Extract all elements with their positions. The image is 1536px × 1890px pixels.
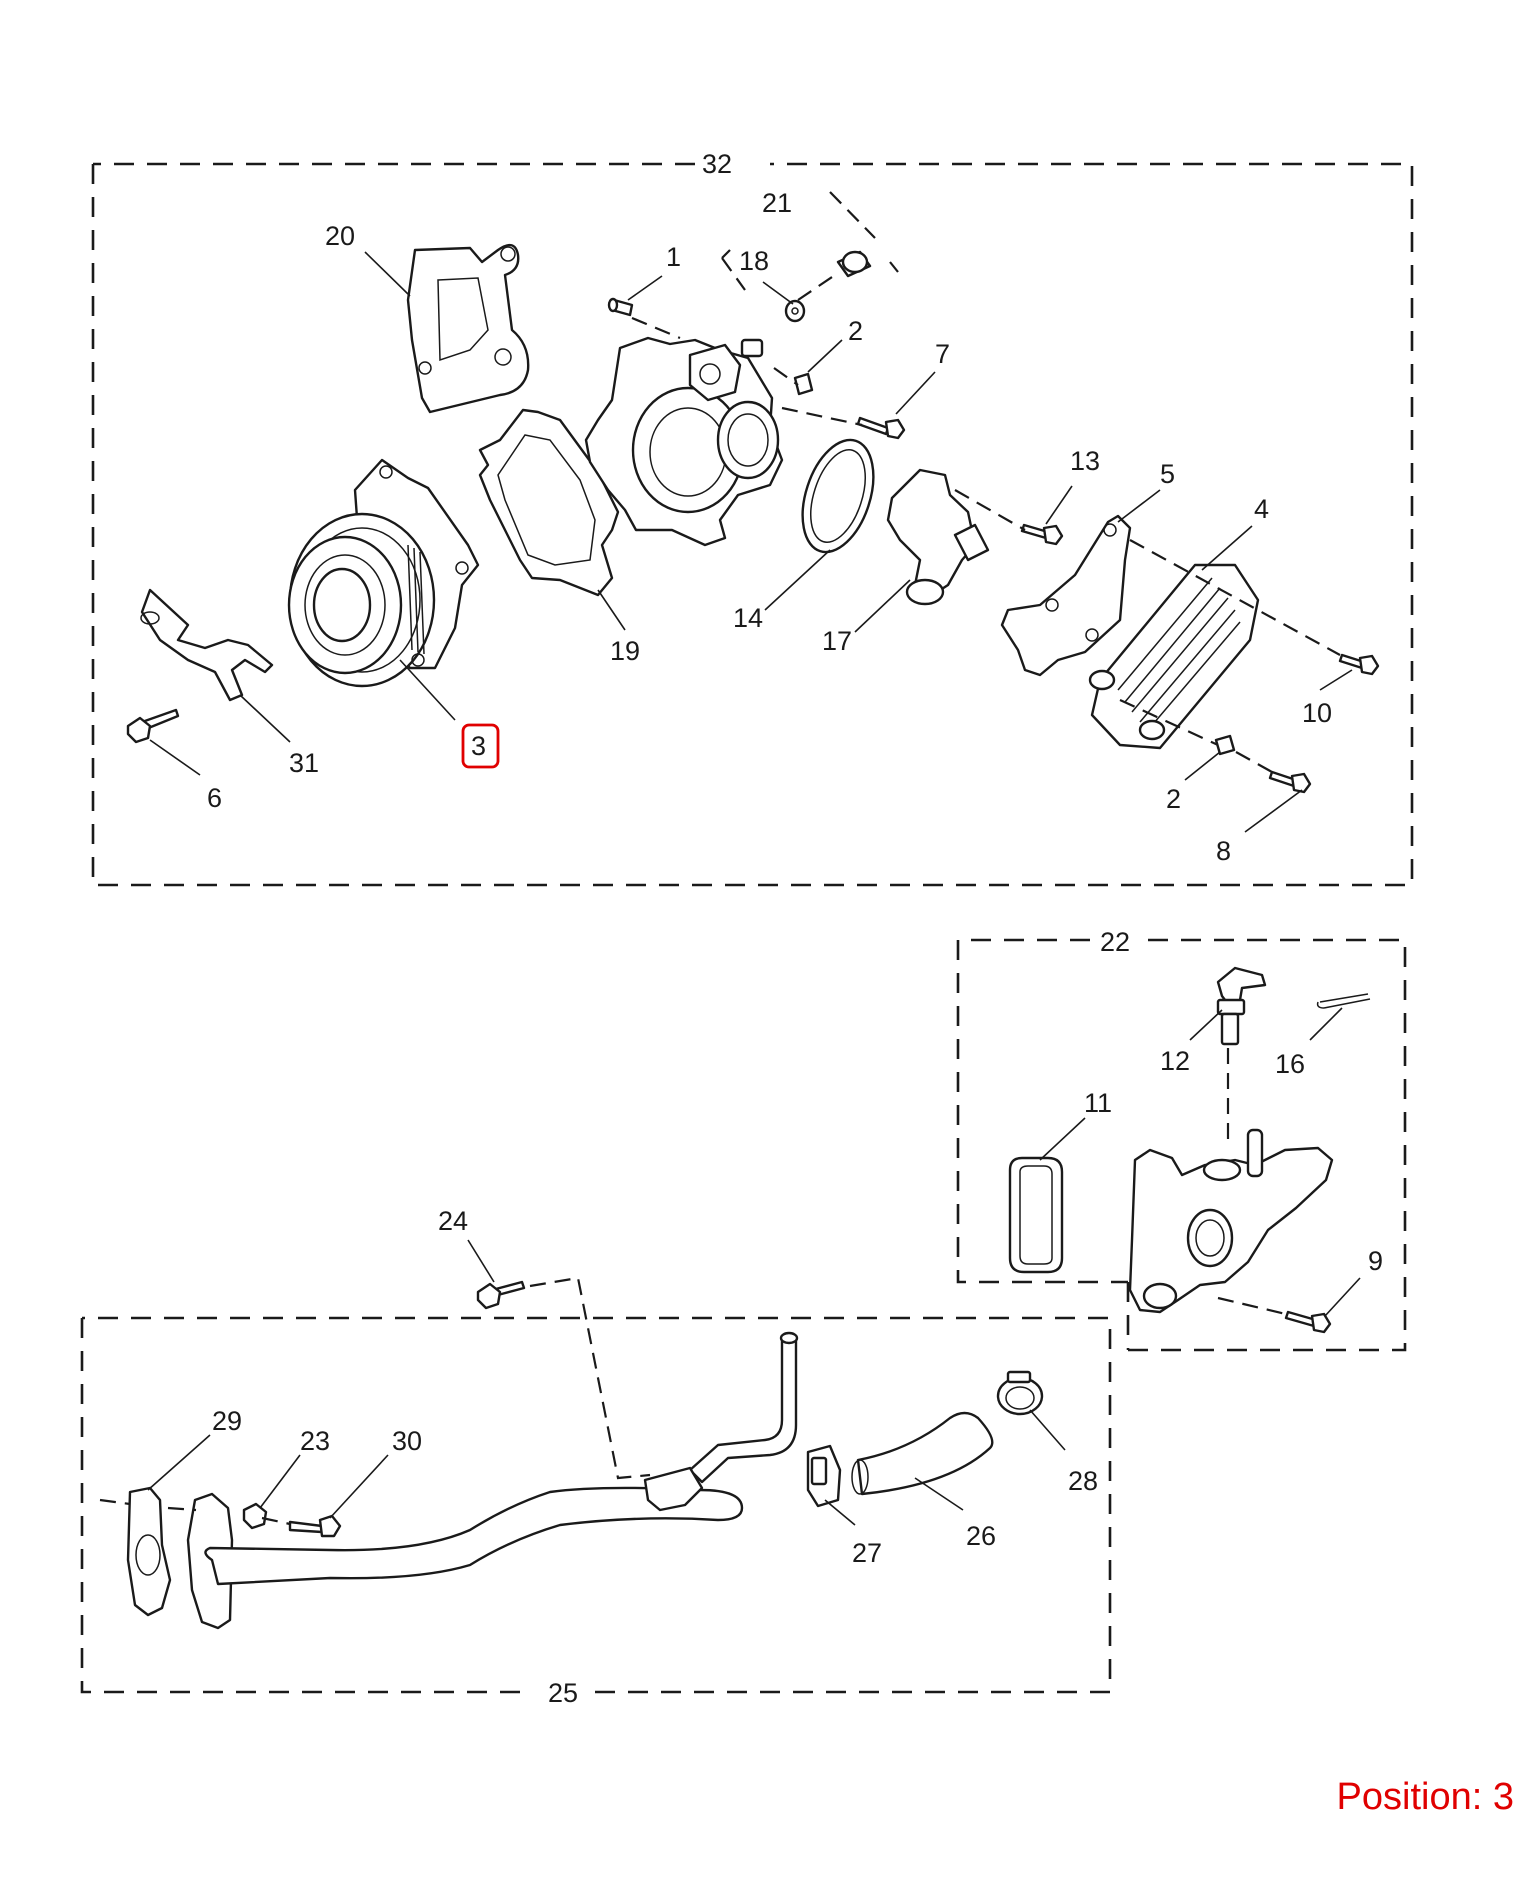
clamp-part-28	[996, 1370, 1044, 1416]
group-22-box	[956, 938, 1407, 1352]
nut-part-23	[242, 1502, 268, 1530]
callout-18[interactable]: 18	[739, 246, 769, 276]
callout-23[interactable]: 23	[300, 1426, 330, 1456]
callout-2-lower[interactable]: 2	[1166, 784, 1181, 814]
callout-8[interactable]: 8	[1216, 836, 1231, 866]
callout-10[interactable]: 10	[1302, 698, 1332, 728]
callout-2-upper[interactable]: 2	[848, 316, 863, 346]
callout-17[interactable]: 17	[822, 626, 852, 656]
water-pump-part-3	[287, 458, 480, 688]
cover-plate-part-20	[406, 243, 530, 414]
leader-lines	[147, 251, 1361, 1526]
outlet-part-17	[886, 468, 990, 606]
gasket-part-11	[1008, 1156, 1064, 1274]
o-ring-part-14	[801, 438, 875, 554]
callout-7[interactable]: 7	[935, 339, 950, 369]
pipe-part-25	[186, 1331, 799, 1630]
bolt-part-8	[1268, 770, 1312, 794]
callout-30[interactable]: 30	[392, 1426, 422, 1456]
callout-31[interactable]: 31	[289, 748, 319, 778]
callout-4[interactable]: 4	[1254, 494, 1269, 524]
callout-labels: 32 21 20 1 18 2 7 13 5 4 19 14 17 10 3 3…	[207, 149, 1383, 1708]
callout-29[interactable]: 29	[212, 1406, 242, 1436]
bracket-part-31	[140, 588, 274, 702]
callout-9[interactable]: 9	[1368, 1246, 1383, 1276]
position-indicator: Position: 3	[1336, 1776, 1514, 1818]
washer-part-18	[784, 299, 806, 323]
bolt-part-10	[1338, 653, 1380, 676]
callout-16[interactable]: 16	[1275, 1049, 1305, 1079]
sleeve-part-2-upper	[793, 372, 814, 396]
housing-body	[584, 336, 784, 547]
callout-28[interactable]: 28	[1068, 1466, 1098, 1496]
hose-part-26	[851, 1411, 994, 1496]
callout-6[interactable]: 6	[207, 783, 222, 813]
assembly-axes-32	[631, 191, 1341, 773]
highlight-box	[461, 723, 500, 769]
callout-14[interactable]: 14	[733, 603, 763, 633]
gasket-part-29	[126, 1486, 172, 1617]
plug-part-21	[836, 250, 872, 278]
callout-26[interactable]: 26	[966, 1521, 996, 1551]
callout-5[interactable]: 5	[1160, 459, 1175, 489]
dowel-part-1	[607, 297, 634, 317]
callout-22[interactable]: 22	[1100, 927, 1130, 957]
callout-24[interactable]: 24	[438, 1206, 468, 1236]
callout-11[interactable]: 11	[1084, 1088, 1112, 1118]
callout-3[interactable]: 3	[471, 731, 486, 761]
callout-21[interactable]: 21	[762, 188, 792, 218]
sleeve-part-2-lower	[1214, 734, 1236, 756]
bolt-part-13	[1020, 523, 1064, 546]
callout-27[interactable]: 27	[852, 1538, 882, 1568]
group-25-box	[80, 1316, 1112, 1694]
callout-32[interactable]: 32	[702, 149, 732, 179]
gasket-part-19	[478, 408, 620, 597]
callout-19[interactable]: 19	[610, 636, 640, 666]
clip-part-16	[1316, 993, 1371, 1009]
assembly-axes-22	[1217, 1048, 1291, 1317]
callout-1[interactable]: 1	[666, 242, 681, 272]
sensor-part-12	[1216, 966, 1267, 1046]
group-32-box	[91, 162, 1414, 887]
bolt-part-9	[1284, 1310, 1332, 1334]
callout-12[interactable]: 12	[1160, 1046, 1190, 1076]
clamp-part-27	[806, 1444, 842, 1508]
bolt-part-6	[126, 708, 180, 744]
callout-20[interactable]: 20	[325, 221, 355, 251]
callout-13[interactable]: 13	[1070, 446, 1100, 476]
callout-25[interactable]: 25	[548, 1678, 578, 1708]
bolt-part-30	[288, 1514, 342, 1538]
gasket-part-5	[1000, 514, 1132, 677]
bolt-part-24	[476, 1280, 526, 1310]
bolt-part-7	[856, 416, 906, 440]
assembly-axes-25	[99, 1276, 651, 1526]
housing-part-22	[1128, 1128, 1334, 1314]
